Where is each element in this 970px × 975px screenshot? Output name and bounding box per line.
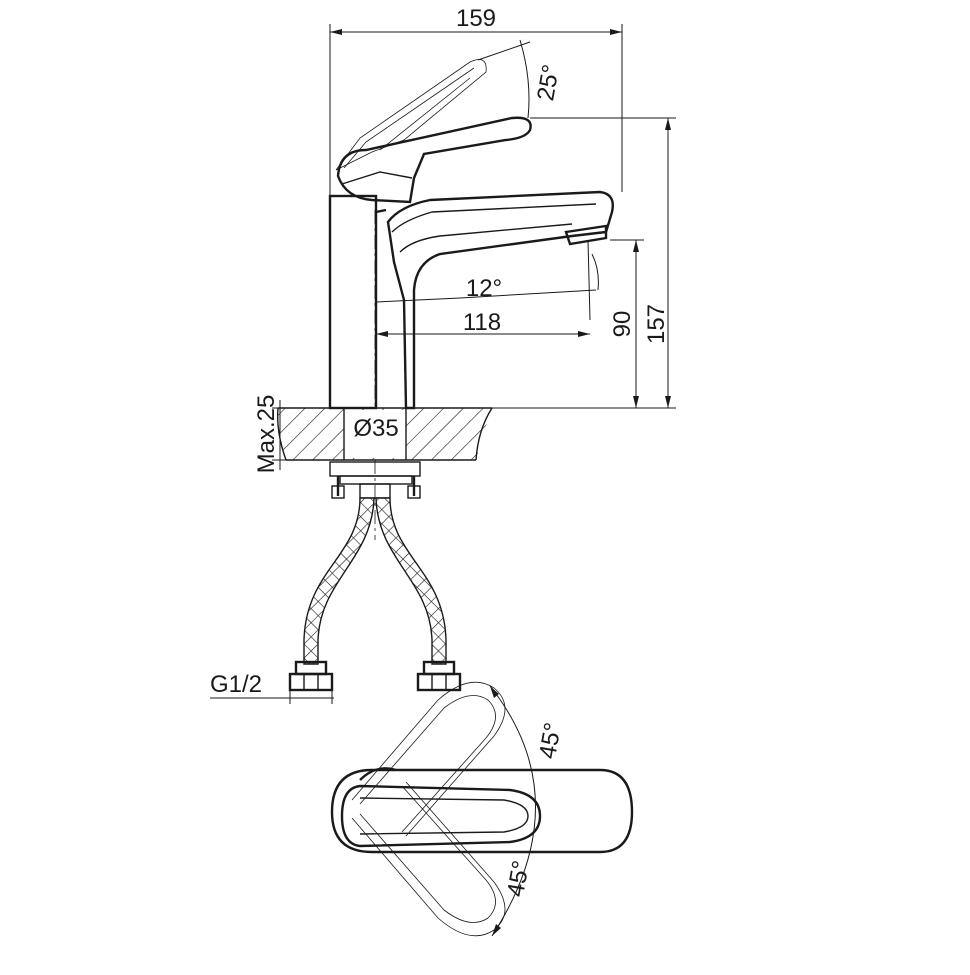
side-view: 159 25° 12° 118 90 157 Ø35 Max.25 G1/2 [210, 5, 676, 704]
dim-total-height: 157 [643, 304, 670, 344]
dim-total-length: 159 [456, 5, 496, 32]
spout [386, 190, 614, 410]
dim-body-diameter: Ø35 [353, 415, 398, 442]
dimension-lines [210, 24, 676, 704]
lever-raised-ghost [335, 59, 487, 171]
dim-spout-angle: 12° [466, 275, 502, 302]
dim-spout-height: 90 [609, 311, 636, 338]
countertop-section [276, 407, 493, 461]
braided-hoses [288, 497, 462, 692]
mounting-hardware [329, 461, 421, 499]
dim-max-deck-thickness: Max.25 [253, 395, 280, 474]
dim-rotation-top: 45° [534, 720, 567, 760]
dim-connection-thread: G1/2 [210, 671, 262, 698]
lever-base-top [359, 767, 397, 781]
aerator [564, 224, 608, 246]
lever-rotation-ghosts [351, 681, 506, 937]
lever-top [340, 784, 542, 848]
dim-rotation-bottom: 45° [502, 858, 535, 898]
body-outline-top [330, 768, 634, 854]
lever [336, 116, 532, 204]
dim-spout-reach: 118 [463, 309, 501, 336]
lever-top-inner [359, 797, 529, 835]
top-view: 45° 45° [330, 681, 634, 937]
rotation-arc [489, 685, 536, 937]
dim-lever-angle: 25° [532, 62, 565, 102]
